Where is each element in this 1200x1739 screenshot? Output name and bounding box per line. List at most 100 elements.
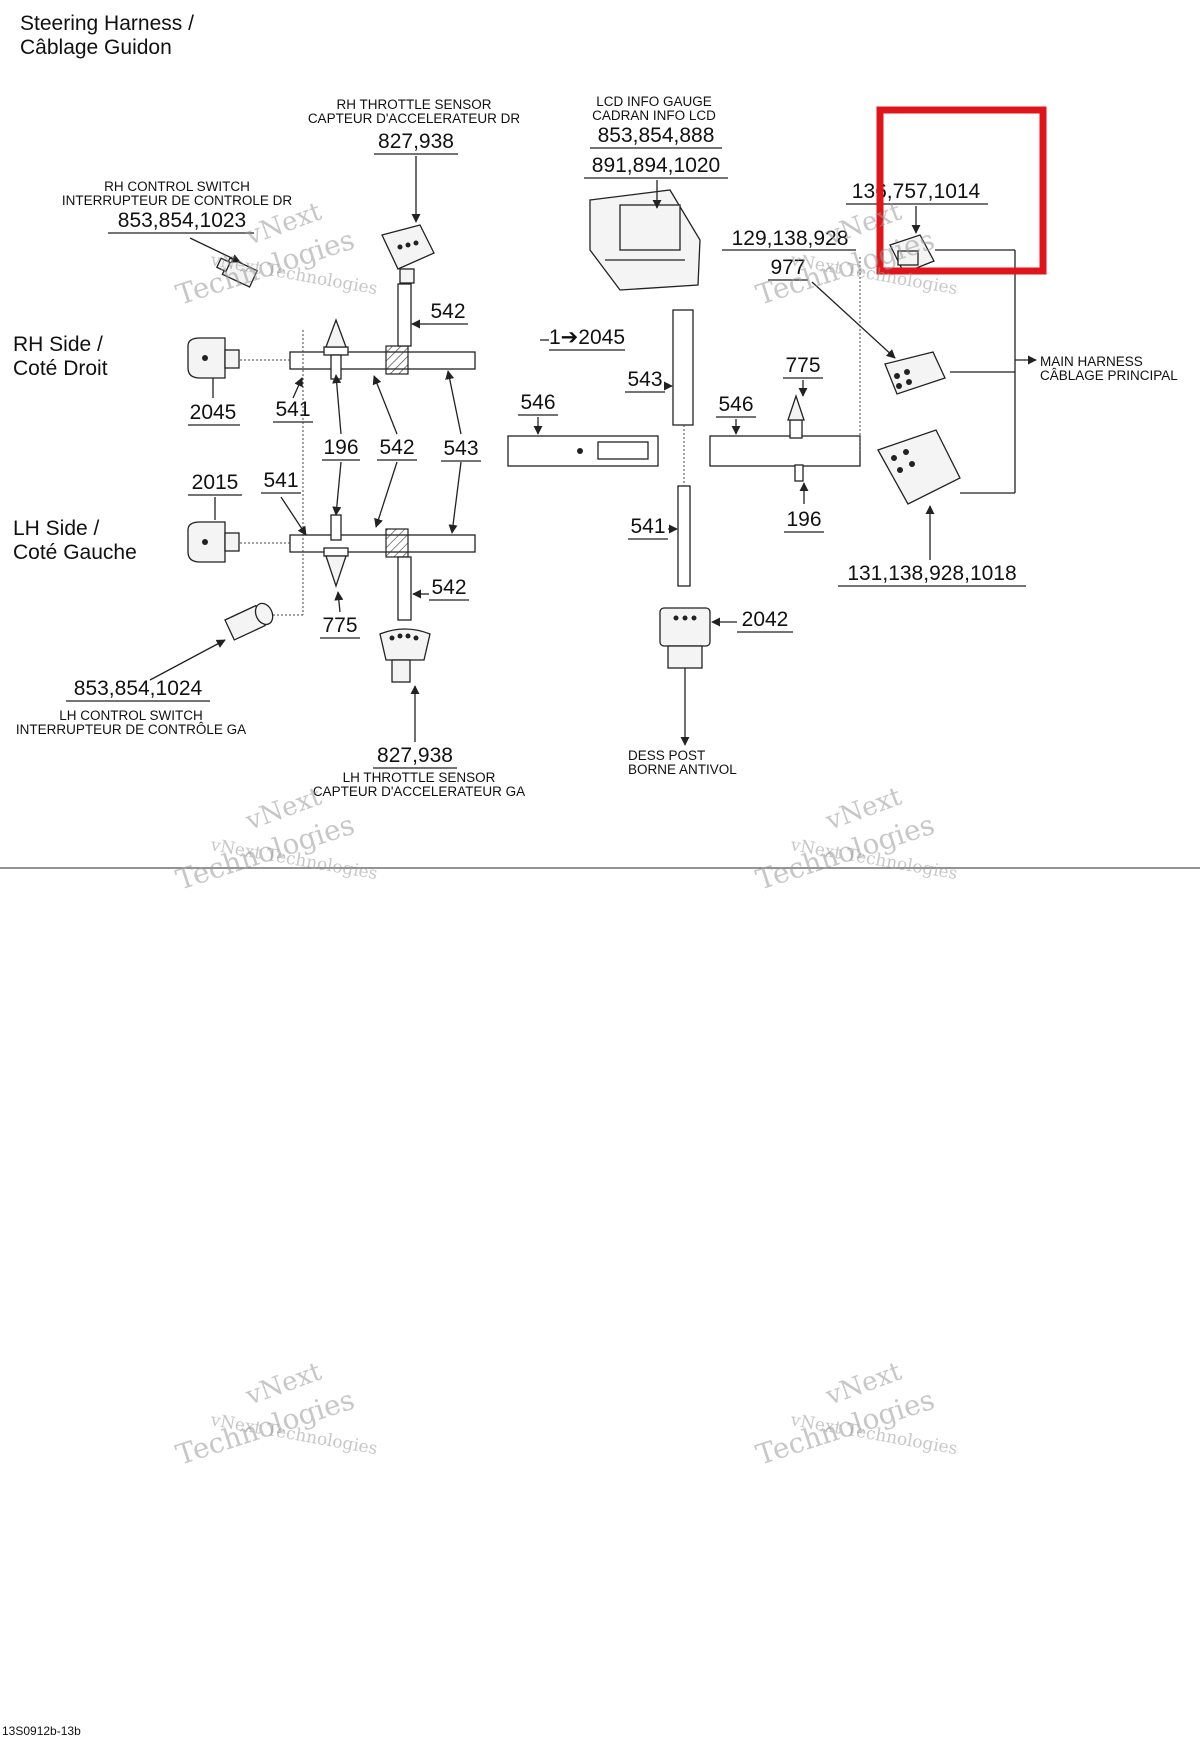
figure-code: 13S0912b-13b — [2, 1724, 81, 1738]
svg-text:542: 542 — [379, 436, 414, 459]
callout-196-left: 196 — [322, 436, 360, 461]
svg-text:2015: 2015 — [192, 471, 239, 494]
leader-arrows — [149, 156, 935, 746]
rh-throttle-caption: RH THROTTLE SENSOR CAPTEUR D'ACCELERATEU… — [308, 97, 521, 126]
svg-text:CADRAN INFO LCD: CADRAN INFO LCD — [592, 108, 716, 123]
rh-control-switch-plug — [215, 257, 259, 288]
callout-lh-542: 542 — [429, 576, 469, 601]
svg-text:RH CONTROL SWITCH: RH CONTROL SWITCH — [104, 179, 250, 194]
rh-wire-bundle — [240, 283, 476, 380]
svg-text:541: 541 — [263, 469, 298, 492]
callout-rh-throttle-parts: 827,938 — [374, 130, 458, 155]
lcd-gauge-caption: LCD INFO GAUGE CADRAN INFO LCD — [592, 94, 716, 123]
svg-text:DESS POST: DESS POST — [628, 748, 705, 763]
lh-control-caption: LH CONTROL SWITCH INTERRUPTEUR DE CONTRÔ… — [16, 708, 246, 737]
lh-switch-connector — [187, 521, 240, 563]
svg-text:1➔2045: 1➔2045 — [549, 326, 625, 349]
watermark-top-right: vNext vNext Technologies Technologies — [752, 197, 959, 312]
callout-mid-right-parts: 129,138,928 — [722, 227, 856, 251]
svg-text:546: 546 — [718, 393, 753, 416]
center-wire-543 — [672, 309, 694, 426]
callout-775-left: 775 — [320, 614, 360, 639]
svg-text:Coté Droit: Coté Droit — [13, 357, 108, 380]
callout-lh-control-parts: 853,854,1024 — [66, 677, 210, 702]
rh-throttle-connector — [381, 224, 435, 284]
callout-lcd-parts-1: 853,854,888 — [590, 124, 722, 149]
callout-542-mid: 542 — [377, 436, 417, 461]
lh-control-switch-plug — [224, 602, 274, 641]
lh-throttle-connector — [379, 628, 431, 683]
callout-mid-right-parts-2: 977 — [768, 256, 808, 281]
svg-text:2042: 2042 — [742, 608, 789, 631]
callout-2015: 2015 — [188, 471, 242, 496]
svg-text:853,854,1023: 853,854,1023 — [118, 209, 246, 232]
rh-control-caption: RH CONTROL SWITCH INTERRUPTEUR DE CONTRO… — [62, 179, 293, 208]
diagram-title-line-1: Steering Harness / — [20, 12, 194, 35]
dess-post-caption: DESS POST BORNE ANTIVOL — [628, 748, 737, 777]
rh-side-label: RH Side / Coté Droit — [13, 333, 108, 380]
svg-text:LH THROTTLE SENSOR: LH THROTTLE SENSOR — [343, 770, 496, 785]
svg-text:541: 541 — [630, 515, 665, 538]
svg-text:775: 775 — [785, 354, 820, 377]
callout-top-right-parts: 136,757,1014 — [846, 180, 988, 205]
highlight-box — [876, 106, 1047, 275]
svg-text:LCD INFO GAUGE: LCD INFO GAUGE — [596, 94, 712, 109]
svg-text:MAIN HARNESS: MAIN HARNESS — [1040, 354, 1143, 369]
diagram-title-line-2: Câblage Guidon — [20, 36, 172, 59]
svg-text:129,138,928: 129,138,928 — [732, 227, 849, 250]
svg-text:827,938: 827,938 — [377, 744, 453, 767]
svg-text:543: 543 — [627, 368, 662, 391]
svg-text:542: 542 — [431, 576, 466, 599]
callout-546-left: 546 — [518, 391, 558, 416]
svg-text:891,894,1020: 891,894,1020 — [592, 154, 720, 177]
svg-text:131,138,928,1018: 131,138,928,1018 — [847, 562, 1016, 585]
center-wire-541 — [677, 485, 691, 587]
svg-text:2045: 2045 — [190, 401, 237, 424]
main-harness-caption: MAIN HARNESS CÂBLAGE PRINCIPAL — [1040, 354, 1178, 383]
svg-text:775: 775 — [322, 614, 357, 637]
watermark-bottom-right: vNext vNext Technologies Technologies — [752, 1357, 959, 1472]
svg-text:977: 977 — [770, 256, 805, 279]
callout-543-left: 543 — [441, 437, 481, 462]
svg-text:CÂBLAGE PRINCIPAL: CÂBLAGE PRINCIPAL — [1040, 368, 1178, 383]
callout-541-center: 541 — [628, 515, 668, 540]
callout-lh-throttle-parts: 827,938 — [373, 744, 457, 769]
callout-rh-541: 541 — [273, 398, 313, 423]
lower-right-connector — [877, 429, 961, 505]
svg-text:543: 543 — [443, 437, 478, 460]
svg-text:LH CONTROL SWITCH: LH CONTROL SWITCH — [59, 708, 203, 723]
watermark-mid-right: vNext vNext Technologies Technologies — [752, 782, 959, 897]
lcd-gauge-unit — [589, 189, 701, 291]
svg-text:LH Side /: LH Side / — [13, 517, 100, 540]
svg-text:542: 542 — [430, 300, 465, 323]
rh-switch-connector — [187, 337, 240, 379]
main-harness-bracket — [935, 249, 1037, 494]
callout-rh-control-parts: 853,854,1023 — [108, 209, 254, 234]
callout-775-right: 775 — [783, 354, 823, 379]
callout-lcd-parts-2: 891,894,1020 — [584, 154, 728, 179]
svg-text:853,854,1024: 853,854,1024 — [74, 677, 203, 700]
svg-text:RH THROTTLE SENSOR: RH THROTTLE SENSOR — [336, 97, 491, 112]
svg-text:BORNE ANTIVOL: BORNE ANTIVOL — [628, 762, 737, 777]
center-wire-546-left — [507, 435, 659, 467]
svg-text:CAPTEUR D'ACCELERATEUR DR: CAPTEUR D'ACCELERATEUR DR — [308, 111, 521, 126]
lh-wire-bundle — [240, 514, 476, 621]
top-right-connector — [889, 234, 935, 274]
dess-post-unit — [659, 607, 711, 669]
callout-1-2045: 1➔2045 — [549, 326, 625, 351]
callout-131-parts: 131,138,928,1018 — [838, 562, 1026, 587]
mid-right-connector — [884, 351, 946, 395]
svg-text:Coté Gauche: Coté Gauche — [13, 541, 137, 564]
callout-546-right: 546 — [716, 393, 756, 418]
callout-2042: 2042 — [737, 608, 793, 633]
svg-text:136,757,1014: 136,757,1014 — [852, 180, 981, 203]
svg-text:CAPTEUR D'ACCELERATEUR GA: CAPTEUR D'ACCELERATEUR GA — [313, 784, 525, 799]
center-wire-546-right — [709, 393, 861, 482]
callout-rh-542: 542 — [428, 300, 468, 325]
svg-text:546: 546 — [520, 391, 555, 414]
svg-text:827,938: 827,938 — [378, 130, 454, 153]
callout-543-center: 543 — [625, 368, 665, 393]
svg-text:541: 541 — [275, 398, 310, 421]
svg-text:RH Side /: RH Side / — [13, 333, 103, 356]
